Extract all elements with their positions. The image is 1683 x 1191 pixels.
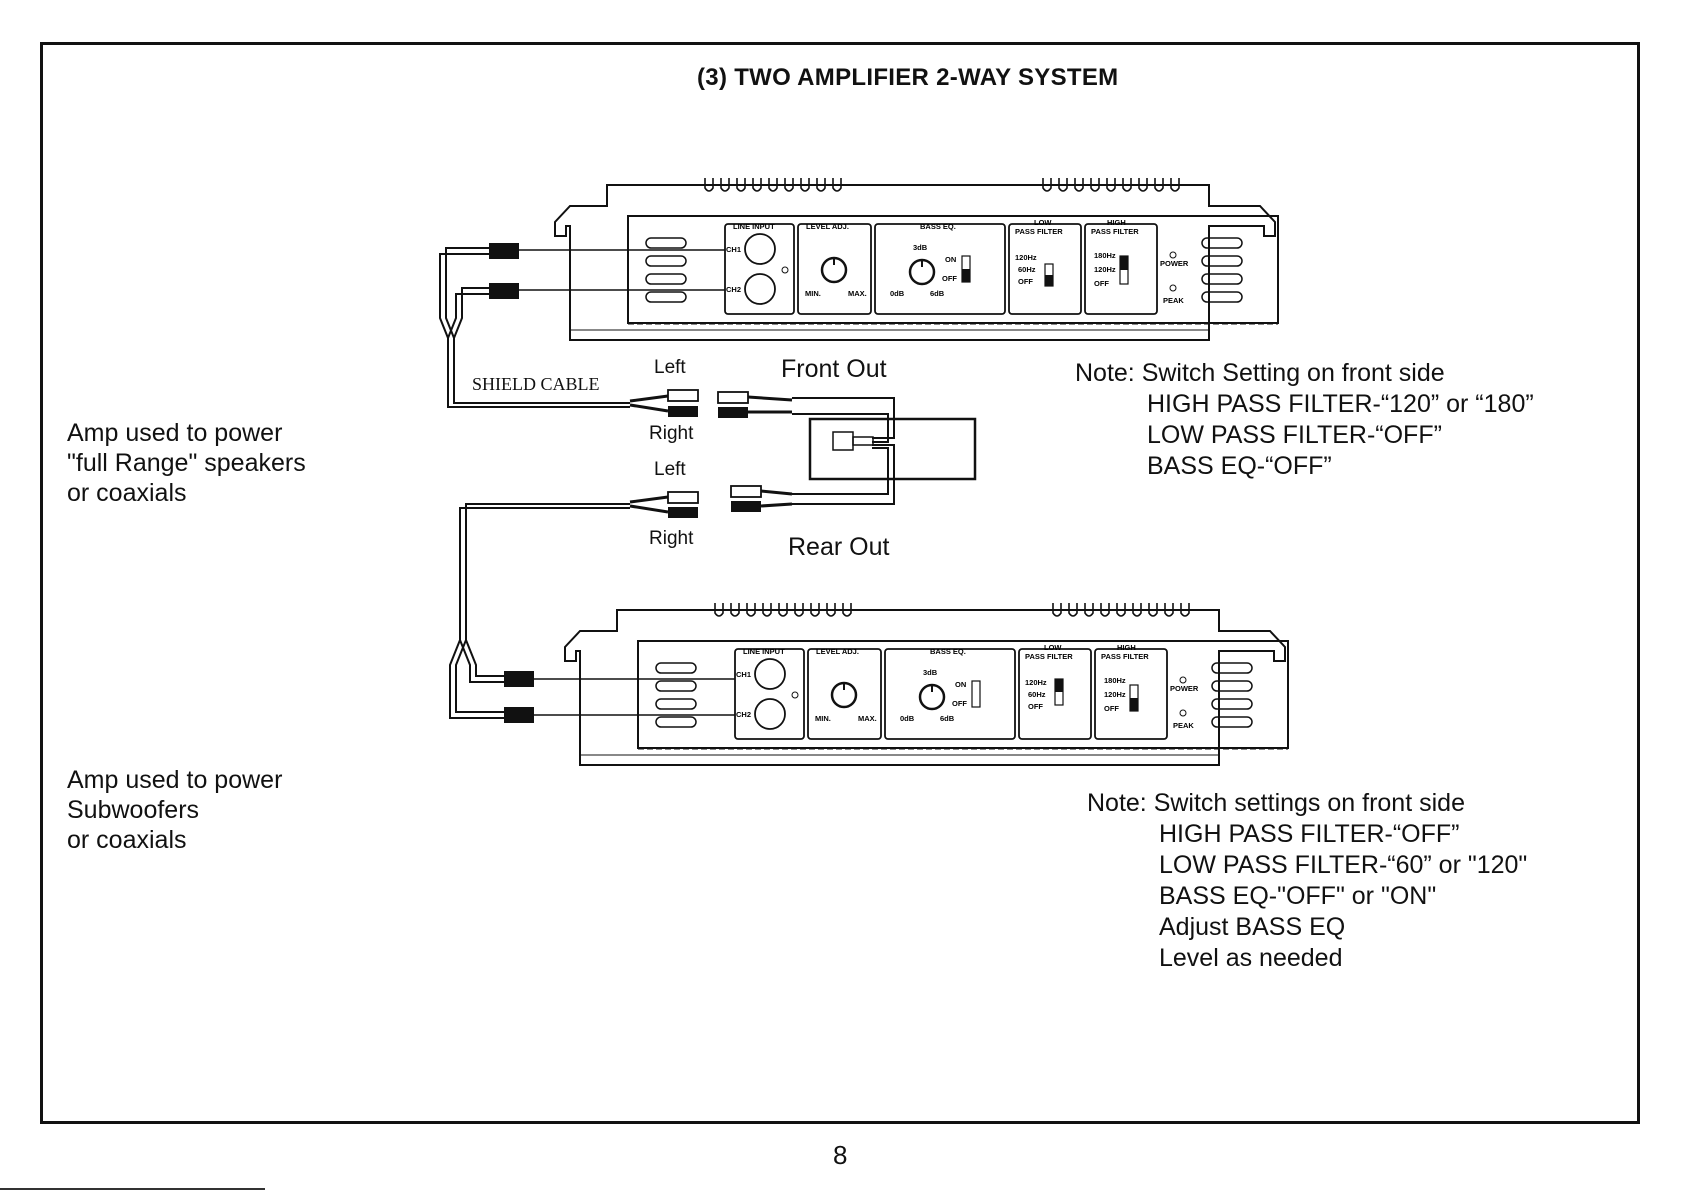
bottom-amp-desc-line: Subwoofers [67, 796, 200, 824]
rear-right-label: Right [649, 528, 694, 549]
bottom-note-line: Adjust BASS EQ [1159, 913, 1346, 941]
top-ch1-label: CH1 [726, 245, 741, 254]
top-min-label: MIN. [805, 289, 821, 298]
top-amplifier [553, 176, 1280, 342]
top-peak-label: PEAK [1163, 296, 1184, 305]
bottom-lpf-label: PASS FILTER [1025, 652, 1073, 661]
bottom-lpf-60-label: 60Hz [1028, 690, 1046, 699]
bottom-on-label: ON [955, 680, 966, 689]
bottom-lpf-120-label: 120Hz [1025, 678, 1047, 687]
top-6db-label: 6dB [930, 289, 945, 298]
top-hpf-180-label: 180Hz [1094, 251, 1116, 260]
bottom-hpf-off-label: OFF [1104, 704, 1119, 713]
top-lpf-label: PASS FILTER [1015, 227, 1063, 236]
bottom-switch-note: Note: Switch settings on front side HIGH… [1087, 788, 1527, 974]
top-lpf-60-label: 60Hz [1018, 265, 1036, 274]
footer-rule [0, 1188, 265, 1190]
page-border [40, 42, 1640, 1124]
top-panel-labels: LINE INPUT CH1 CH2 LEVEL ADJ. MIN. MAX. … [726, 218, 1189, 305]
bottom-panel-labels: LINE INPUT CH1 CH2 LEVEL ADJ. MIN. MAX. … [736, 643, 1199, 730]
bottom-ch2-label: CH2 [736, 710, 751, 719]
head-unit-jack [832, 431, 854, 451]
bottom-hpf-label: PASS FILTER [1101, 652, 1149, 661]
head-unit-cables [792, 397, 895, 505]
top-line-input-label: LINE INPUT [733, 222, 775, 231]
head-unit [808, 417, 977, 481]
bottom-lpf-switch-120 [1055, 679, 1063, 692]
top-hpf-label: PASS FILTER [1091, 227, 1139, 236]
bottom-amp-description: Amp used to power Subwoofers or coaxials [67, 765, 282, 855]
bottom-off-label: OFF [952, 699, 967, 708]
top-note-heading: Note: Switch Setting on front side [1075, 359, 1445, 387]
top-note-line: HIGH PASS FILTER-“120” or “180” [1147, 390, 1534, 418]
head-unit-jack [852, 436, 874, 446]
front-out-label: Front Out [781, 355, 887, 383]
top-amp-desc-line: Amp used to power [67, 419, 283, 447]
bottom-bass-eq-switch [971, 680, 981, 708]
front-rca-plugs [629, 389, 793, 418]
bottom-6db-label: 6dB [940, 714, 955, 723]
bottom-low-label: LOW [1044, 643, 1062, 652]
bottom-ch1-label: CH1 [736, 670, 751, 679]
bottom-amplifier [563, 601, 1290, 767]
top-low-label: LOW [1034, 218, 1052, 227]
shield-cable-top [439, 243, 725, 408]
bottom-bass-eq-label: BASS EQ. [930, 647, 966, 656]
bottom-hpf-switch-off [1130, 698, 1138, 711]
bottom-power-label: POWER [1170, 684, 1199, 693]
top-hpf-120-label: 120Hz [1094, 265, 1116, 274]
top-on-label: ON [945, 255, 956, 264]
bottom-hpf-120-label: 120Hz [1104, 690, 1126, 699]
top-hpf-off-label: OFF [1094, 279, 1109, 288]
top-amp-desc-line: "full Range" speakers [67, 449, 306, 477]
top-amp-desc-line: or coaxials [67, 479, 187, 507]
top-note-line: LOW PASS FILTER-“OFF” [1147, 421, 1442, 449]
bottom-note-line: LOW PASS FILTER-“60” or "120" [1159, 851, 1528, 879]
page-number: 8 [833, 1140, 848, 1170]
top-max-label: MAX. [848, 289, 867, 298]
bottom-note-line: Level as needed [1159, 944, 1343, 972]
top-bass-eq-switch-off [962, 269, 970, 282]
bottom-min-label: MIN. [815, 714, 831, 723]
top-bass-eq-label: BASS EQ. [920, 222, 956, 231]
shield-cable-label: SHIELD CABLE [472, 374, 600, 394]
front-left-label: Left [654, 357, 686, 378]
bottom-high-label: HIGH [1117, 643, 1136, 652]
rear-out-label: Rear Out [788, 533, 890, 561]
bottom-amp-desc-line: Amp used to power [67, 766, 283, 794]
bottom-amp-desc-line: or coaxials [67, 826, 187, 854]
bottom-peak-label: PEAK [1173, 721, 1194, 730]
bottom-max-label: MAX. [858, 714, 877, 723]
bottom-3db-label: 3dB [923, 668, 938, 677]
bottom-0db-label: 0dB [900, 714, 915, 723]
bottom-level-adj-label: LEVEL ADJ. [816, 647, 859, 656]
top-ch2-label: CH2 [726, 285, 741, 294]
bottom-note-line: BASS EQ-"OFF" or "ON" [1159, 882, 1437, 910]
front-right-label: Right [649, 423, 694, 444]
top-lpf-switch-off [1045, 275, 1053, 286]
top-power-label: POWER [1160, 259, 1189, 268]
top-lpf-off-label: OFF [1018, 277, 1033, 286]
top-off-label: OFF [942, 274, 957, 283]
shield-cable-bottom [449, 503, 735, 723]
top-switch-note: Note: Switch Setting on front side HIGH … [1075, 358, 1534, 482]
bottom-line-input-label: LINE INPUT [743, 647, 785, 656]
top-level-adj-label: LEVEL ADJ. [806, 222, 849, 231]
bottom-hpf-180-label: 180Hz [1104, 676, 1126, 685]
rear-left-label: Left [654, 459, 686, 480]
bottom-lpf-off-label: OFF [1028, 702, 1043, 711]
bottom-note-line: HIGH PASS FILTER-“OFF” [1159, 820, 1460, 848]
top-hpf-switch-120 [1120, 256, 1128, 270]
top-amp-description: Amp used to power "full Range" speakers … [67, 418, 306, 508]
top-3db-label: 3dB [913, 243, 928, 252]
bottom-note-heading: Note: Switch settings on front side [1087, 789, 1465, 817]
rear-rca-plugs [629, 485, 793, 518]
top-lpf-120-label: 120Hz [1015, 253, 1037, 262]
top-note-line: BASS EQ-“OFF” [1147, 452, 1332, 480]
page-title: (3) TWO AMPLIFIER 2-WAY SYSTEM [697, 64, 1119, 91]
top-high-label: HIGH [1107, 218, 1126, 227]
top-0db-label: 0dB [890, 289, 905, 298]
